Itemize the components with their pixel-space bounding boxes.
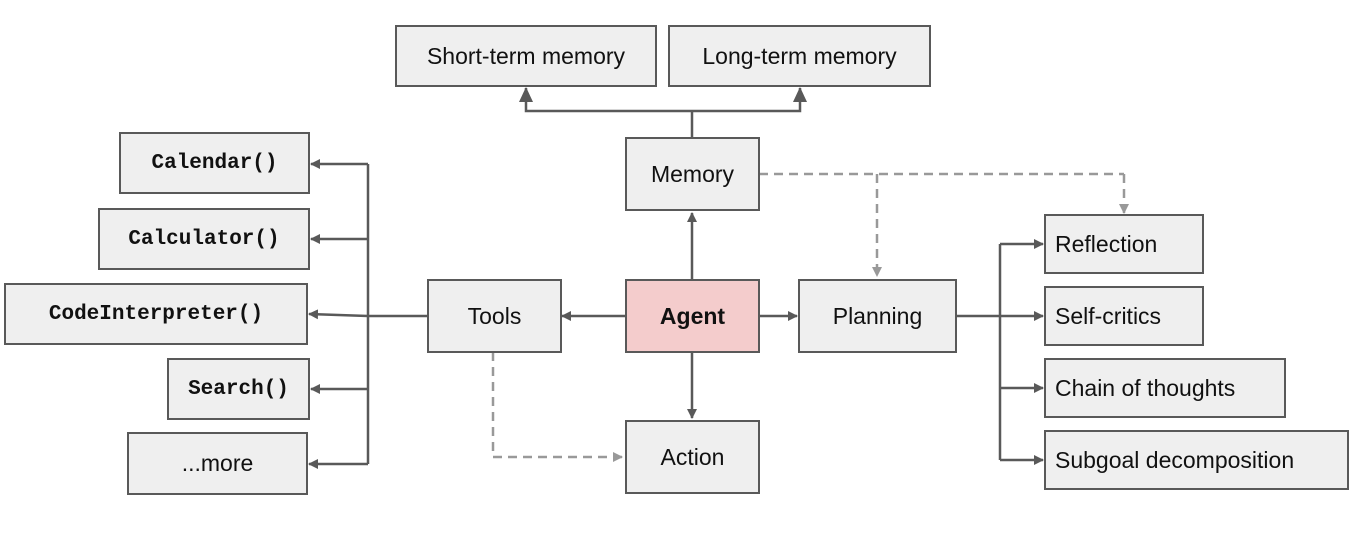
edge-tools-to-code-interpreter (308, 309, 369, 320)
node-short-term-memory: Short-term memory (395, 25, 657, 87)
edge-memory-to-memory-types (524, 88, 802, 137)
node-action: Action (625, 420, 760, 494)
arrowhead-long-term-memory (793, 87, 807, 102)
node-more: ...more (127, 432, 308, 495)
node-code-interpreter: CodeInterpreter() (4, 283, 308, 345)
node-calendar: Calendar() (119, 132, 310, 194)
node-subgoal-decomposition: Subgoal decomposition (1044, 430, 1349, 490)
edge-memory-to-planning-dashed (759, 172, 1124, 276)
node-long-term-memory: Long-term memory (668, 25, 931, 87)
node-tools: Tools (427, 279, 562, 353)
node-self-critics: Self-critics (1044, 286, 1204, 346)
node-calculator: Calculator() (98, 208, 310, 270)
edge-planning-to-substeps (957, 244, 1002, 460)
node-search: Search() (167, 358, 310, 420)
edge-tools-to-tool-list (366, 164, 427, 464)
node-agent: Agent (625, 279, 760, 353)
arrowhead-short-term-memory (519, 87, 533, 102)
node-reflection: Reflection (1044, 214, 1204, 274)
node-memory: Memory (625, 137, 760, 211)
edge-tools-to-action-dashed (491, 352, 623, 462)
node-planning: Planning (798, 279, 957, 353)
node-chain-of-thoughts: Chain of thoughts (1044, 358, 1286, 418)
